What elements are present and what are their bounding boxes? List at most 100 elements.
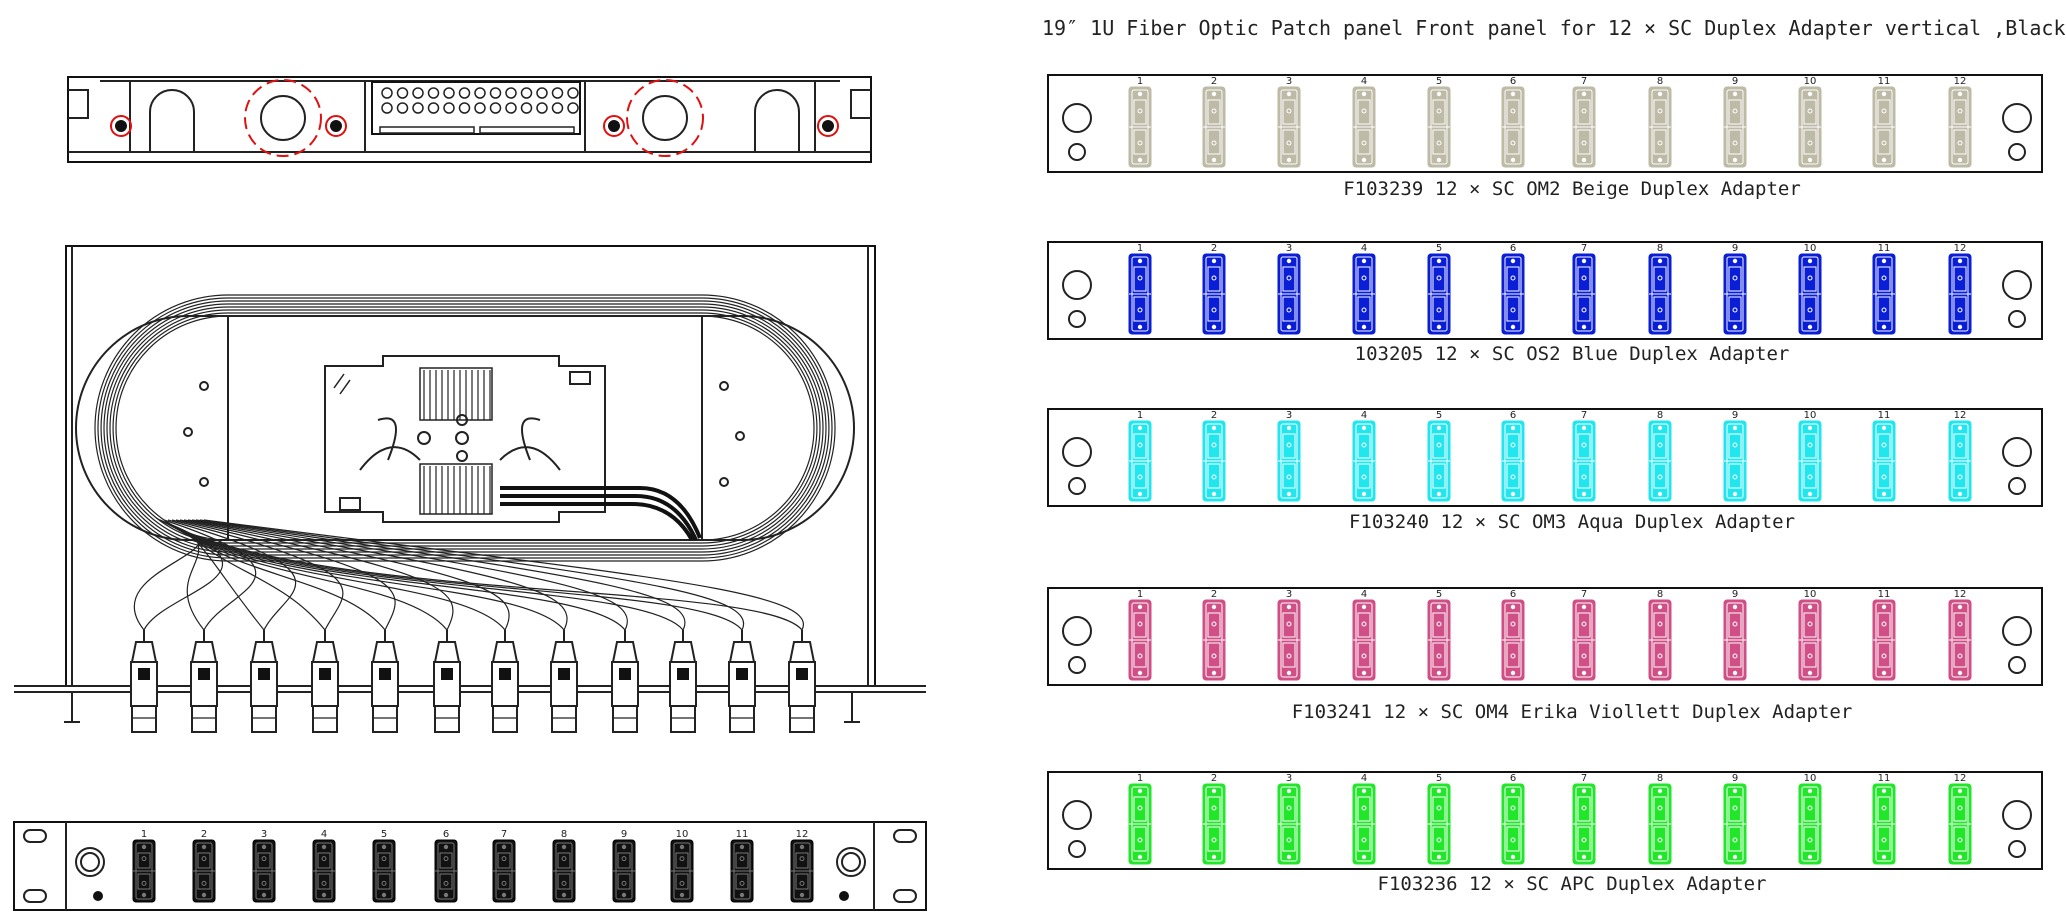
vent-hole xyxy=(427,102,440,114)
adapter-port-upper xyxy=(1432,796,1446,822)
connector-latch xyxy=(499,668,511,680)
adapter-port-lower xyxy=(1803,296,1817,322)
adapter-screw-top xyxy=(1957,604,1963,610)
adapter-port-upper xyxy=(1803,99,1817,125)
port-number-label: 9 xyxy=(1732,410,1738,421)
adapter-ferrule-upper xyxy=(1211,275,1217,281)
adapter-screw-bottom xyxy=(1957,854,1963,860)
adapter-screw-bottom xyxy=(1881,157,1887,163)
sc-duplex-adapter-2: 2 xyxy=(1202,773,1226,865)
adapter-ferrule-lower xyxy=(1286,653,1292,659)
mount-hole-inner xyxy=(80,852,100,872)
pigtail-fiber xyxy=(203,519,804,631)
adapter-screw-top xyxy=(1436,258,1442,264)
adapter-ferrule-upper xyxy=(1657,805,1663,811)
sc-duplex-adapter-5: 5 xyxy=(1427,76,1451,168)
adapter-screw-top xyxy=(443,844,449,850)
sc-duplex-adapter-8: 8 xyxy=(1648,589,1672,681)
vent-hole xyxy=(489,87,502,99)
sc-duplex-adapter-3: 3 xyxy=(1277,243,1301,335)
port-number-label: 5 xyxy=(1436,76,1442,87)
adapter-ferrule-lower xyxy=(1657,140,1663,146)
adapter-screw-bottom xyxy=(1657,491,1663,497)
sc-duplex-adapter-10: 10 xyxy=(1798,773,1822,865)
sc-duplex-adapter-11: 11 xyxy=(1872,589,1896,681)
vent-slot-right xyxy=(479,126,575,134)
sc-connector-1 xyxy=(130,630,158,733)
adapter-port-upper xyxy=(557,852,571,869)
wound-fiber xyxy=(109,309,821,547)
adapter-ferrule-upper xyxy=(1436,805,1442,811)
adapter-screw-bottom xyxy=(1807,157,1813,163)
adapter-port-upper xyxy=(1803,612,1817,638)
adapter-screw-bottom xyxy=(1211,670,1217,676)
adapter-ferrule-lower xyxy=(739,880,745,886)
adapter-screw-top xyxy=(1807,258,1813,264)
connector-housing xyxy=(371,661,399,707)
adapter-ferrule-lower xyxy=(1807,140,1813,146)
adapter-port-upper xyxy=(1357,433,1371,459)
vent-hole xyxy=(520,87,533,99)
mount-hole-small-right xyxy=(2008,840,2026,858)
adapter-ferrule-upper xyxy=(1137,108,1143,114)
mount-brackets xyxy=(64,692,860,723)
adapter-ferrule-lower xyxy=(1137,307,1143,313)
adapter-ferrule-lower xyxy=(1732,307,1738,313)
vent-hole xyxy=(396,102,409,114)
adapter-port-lower xyxy=(1207,642,1221,668)
adapter-screw-bottom xyxy=(1137,491,1143,497)
cassette-pin xyxy=(456,414,468,426)
spool-hole xyxy=(199,381,209,391)
adapter-port-lower xyxy=(1877,642,1891,668)
vent-hole xyxy=(536,102,548,114)
adapter-screw-top xyxy=(1137,788,1143,794)
adapter-ferrule-upper xyxy=(1807,805,1813,811)
adapter-screw-bottom xyxy=(1436,854,1442,860)
sc-duplex-adapter-7: 7 xyxy=(1572,76,1596,168)
port-number-label: 11 xyxy=(1878,773,1891,784)
adapter-port-upper xyxy=(1953,99,1967,125)
adapter-port-upper xyxy=(377,852,391,869)
adapter-port-upper xyxy=(675,852,689,869)
adapter-screw-top xyxy=(1361,258,1367,264)
port-number-label: 1 xyxy=(1137,410,1143,421)
port-number-label: 3 xyxy=(1286,773,1292,784)
pigtail-fiber xyxy=(159,519,743,631)
adapter-screw-bottom xyxy=(1581,324,1587,330)
adapter-port-upper xyxy=(1133,796,1147,822)
adapter-screw-bottom xyxy=(1807,324,1813,330)
right-ear xyxy=(850,89,871,119)
adapter-port-upper xyxy=(1432,266,1446,292)
sc-duplex-adapter-12: 12 xyxy=(790,829,814,903)
adapter-ferrule-upper xyxy=(1807,621,1813,627)
adapter-port-lower xyxy=(1877,826,1891,852)
adapter-port-upper xyxy=(1877,796,1891,822)
port-number-label: 5 xyxy=(381,829,387,840)
connector-latch xyxy=(558,668,570,680)
mount-hole-large-right xyxy=(2002,270,2032,300)
port-number-label: 1 xyxy=(1137,76,1143,87)
sc-duplex-adapter-8: 8 xyxy=(1648,773,1672,865)
connector-front xyxy=(191,705,217,733)
port-number-label: 5 xyxy=(1436,410,1442,421)
adapter-port-lower xyxy=(1357,296,1371,322)
adapter-ferrule-upper xyxy=(501,856,507,862)
sc-duplex-adapter-7: 7 xyxy=(492,829,516,903)
adapter-port-upper xyxy=(1357,612,1371,638)
adapter-screw-bottom xyxy=(1732,157,1738,163)
adapter-screw-bottom xyxy=(1881,670,1887,676)
adapter-port-upper xyxy=(1577,266,1591,292)
adapter-screw-bottom xyxy=(1137,854,1143,860)
adapter-screw-bottom xyxy=(1211,491,1217,497)
pigtail-fiber xyxy=(191,535,265,631)
sc-duplex-adapter-8: 8 xyxy=(1648,410,1672,502)
adapter-ferrule-upper xyxy=(1581,805,1587,811)
adapter-ferrule-lower xyxy=(679,880,685,886)
connector-boot xyxy=(550,641,578,663)
adapter-screw-bottom xyxy=(1137,157,1143,163)
adapter-screw-top xyxy=(1361,604,1367,610)
fiber-guides xyxy=(359,417,561,471)
adapter-port-lower xyxy=(1506,463,1520,489)
port-number-label: 5 xyxy=(1436,773,1442,784)
adapter-screw-bottom xyxy=(1286,854,1292,860)
